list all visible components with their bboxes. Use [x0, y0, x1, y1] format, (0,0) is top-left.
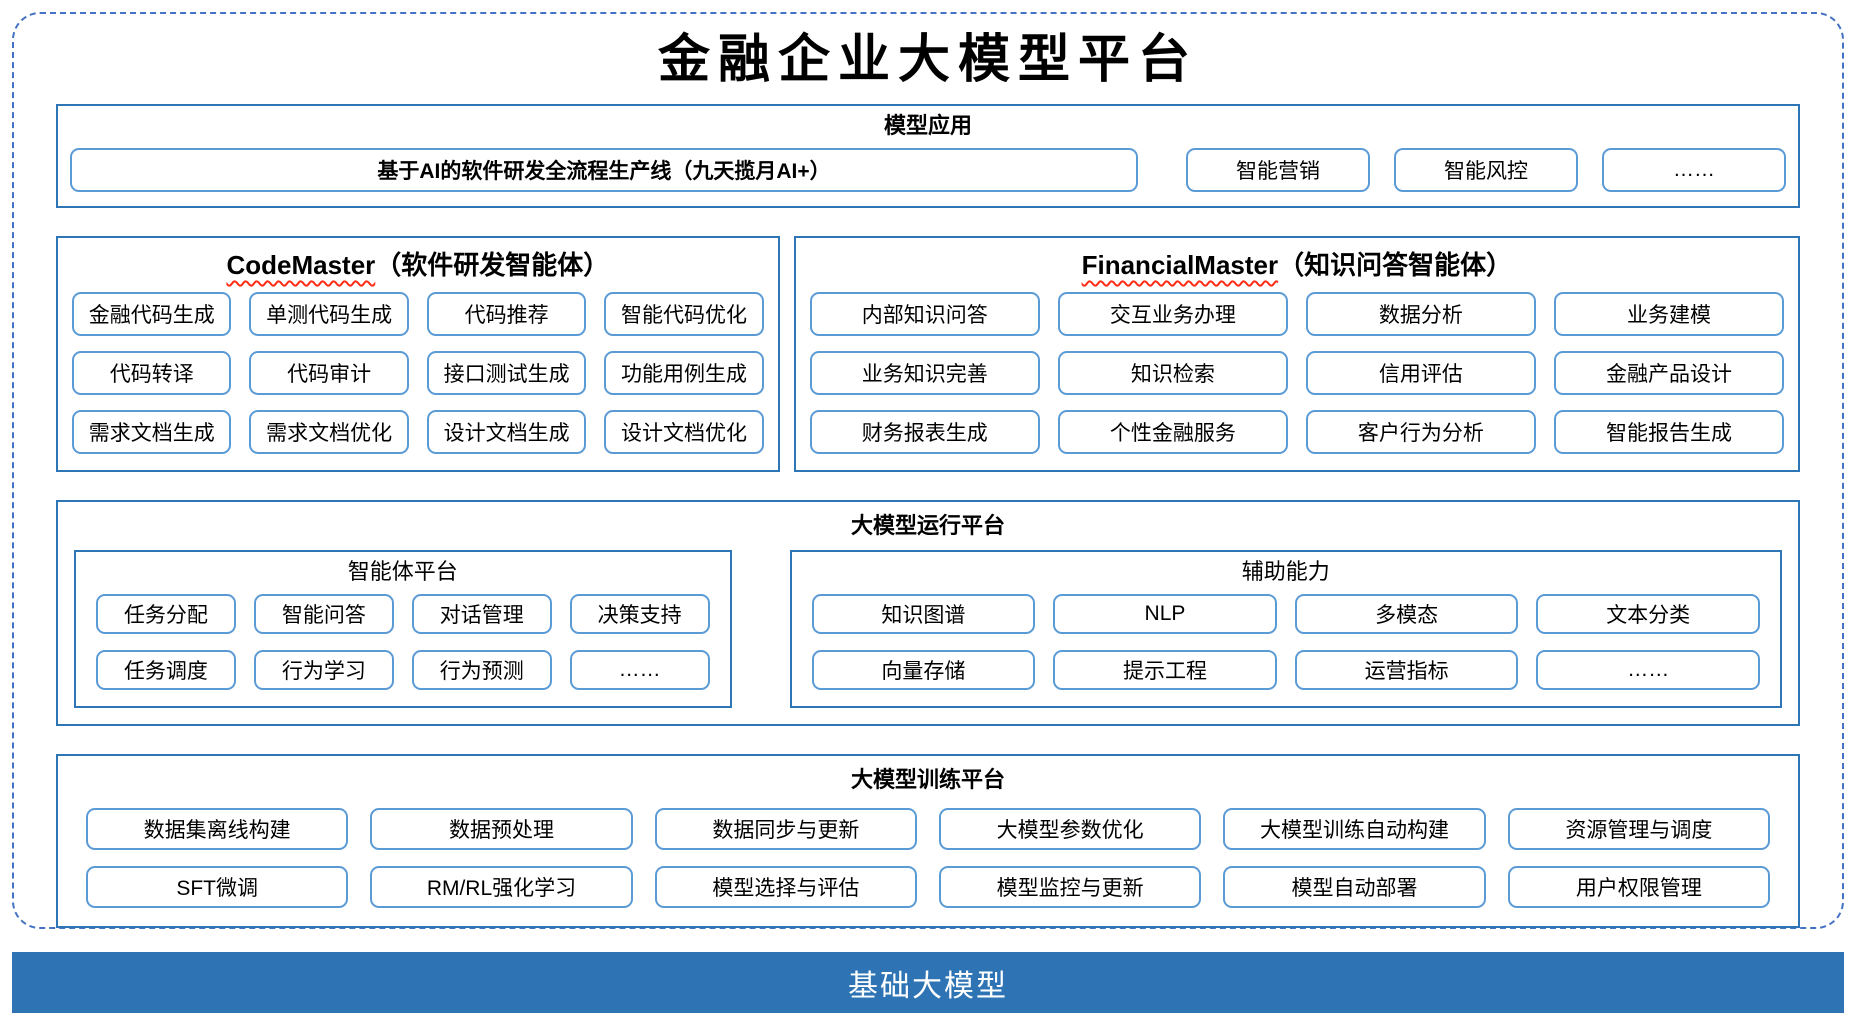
training-capability-box: 数据集离线构建	[86, 808, 349, 850]
aux-capability-box: 提示工程	[1053, 650, 1277, 690]
agents-row: CodeMaster（软件研发智能体） 金融代码生成单测代码生成代码推荐智能代码…	[56, 236, 1800, 472]
codemaster-suffix: （软件研发智能体）	[375, 250, 610, 280]
runtime-platform-header: 大模型运行平台	[850, 513, 1005, 538]
financialmaster-capability-box: 金融产品设计	[1553, 351, 1784, 395]
codemaster-capability-box: 需求文档生成	[72, 410, 232, 454]
agent-platform-box: 任务调度	[96, 650, 236, 690]
training-capability-box: 用户权限管理	[1507, 866, 1770, 908]
agent-platform-box: 行为学习	[253, 650, 394, 690]
training-capability-box: 资源管理与调度	[1507, 808, 1770, 850]
codemaster-capability-box: 功能用例生成	[604, 351, 764, 395]
aux-capability-header: 辅助能力	[1241, 559, 1330, 584]
codemaster-capability-box: 金融代码生成	[72, 292, 232, 336]
financialmaster-capability-box: 内部知识问答	[809, 292, 1040, 336]
financialmaster-capability-box: 数据分析	[1305, 292, 1536, 336]
agent-platform-grid: 任务分配智能问答对话管理决策支持任务调度行为学习行为预测 ……	[96, 594, 710, 690]
financialmaster-capability-box: 业务知识完善	[809, 351, 1040, 395]
financialmaster-capability-box: 业务建模	[1553, 292, 1784, 336]
foundation-model-label: 基础大模型	[848, 969, 1008, 1003]
application-box: 智能风控	[1394, 148, 1578, 192]
agent-platform-header: 智能体平台	[347, 559, 458, 584]
financialmaster-capability-box: 智能报告生成	[1553, 410, 1784, 454]
section-runtime-platform: 大模型运行平台 智能体平台 任务分配智能问答对话管理决策支持任务调度行为学习行为…	[56, 500, 1800, 726]
training-capability-box: 模型选择与评估	[654, 866, 917, 908]
codemaster-capability-box: 需求文档优化	[249, 410, 409, 454]
section-model-applications-header: 模型应用	[883, 113, 972, 138]
training-capability-box: 模型监控与更新	[939, 866, 1202, 908]
training-platform-header: 大模型训练平台	[850, 767, 1005, 792]
section-training-platform: 大模型训练平台 数据集离线构建数据预处理数据同步与更新大模型参数优化大模型训练自…	[56, 754, 1800, 928]
sections-container: 模型应用 基于AI的软件研发全流程生产线（九天揽月AI+） 智能营销智能风控 ………	[14, 104, 1842, 928]
section-model-applications: 模型应用 基于AI的软件研发全流程生产线（九天揽月AI+） 智能营销智能风控 ……	[56, 104, 1800, 208]
subpanel-aux-capability: 辅助能力 知识图谱 NLP 多模态文本分类向量存储提示工程运营指标 ……	[789, 550, 1782, 708]
financialmaster-grid: 内部知识问答交互业务办理数据分析业务建模业务知识完善知识检索信用评估金融产品设计…	[809, 292, 1784, 454]
codemaster-capability-box: 设计文档优化	[604, 410, 764, 454]
codemaster-name: CodeMaster	[226, 250, 376, 280]
aux-capability-grid: 知识图谱 NLP 多模态文本分类向量存储提示工程运营指标 ……	[811, 594, 1760, 690]
financialmaster-capability-box: 财务报表生成	[809, 410, 1040, 454]
financialmaster-capability-box: 客户行为分析	[1305, 410, 1536, 454]
agent-platform-box: ……	[569, 650, 710, 690]
panel-financialmaster: FinancialMaster（知识问答智能体） 内部知识问答交互业务办理数据分…	[793, 236, 1800, 472]
aux-capability-box: 多模态	[1294, 594, 1519, 634]
agent-platform-box: 智能问答	[253, 594, 394, 634]
model-applications-row: 基于AI的软件研发全流程生产线（九天揽月AI+） 智能营销智能风控 ……	[70, 148, 1786, 192]
codemaster-capability-box: 接口测试生成	[426, 351, 587, 395]
financialmaster-suffix: （知识问答智能体）	[1278, 250, 1513, 280]
agent-platform-box: 对话管理	[411, 594, 552, 634]
training-capability-box: 大模型训练自动构建	[1223, 808, 1486, 850]
aux-capability-box: 运营指标	[1294, 650, 1519, 690]
codemaster-capability-box: 代码转译	[72, 351, 232, 395]
aux-capability-box: NLP	[1053, 594, 1277, 634]
runtime-row: 智能体平台 任务分配智能问答对话管理决策支持任务调度行为学习行为预测 …… 辅助能…	[74, 550, 1782, 708]
codemaster-grid: 金融代码生成单测代码生成代码推荐智能代码优化代码转译代码审计接口测试生成功能用例…	[72, 292, 764, 454]
application-box: ……	[1602, 148, 1786, 192]
aux-capability-box: 文本分类	[1536, 594, 1760, 634]
pipeline-box: 基于AI的软件研发全流程生产线（九天揽月AI+）	[70, 148, 1138, 192]
codemaster-capability-box: 代码审计	[249, 351, 409, 395]
training-capability-box: 模型自动部署	[1223, 866, 1486, 908]
subpanel-agent-platform: 智能体平台 任务分配智能问答对话管理决策支持任务调度行为学习行为预测 ……	[74, 550, 732, 708]
foundation-model-bar: 基础大模型	[12, 952, 1844, 1013]
training-capability-box: 数据预处理	[370, 808, 633, 850]
training-capability-box: SFT微调	[86, 866, 349, 908]
agent-platform-box: 行为预测	[411, 650, 552, 690]
training-grid: 数据集离线构建数据预处理数据同步与更新大模型参数优化大模型训练自动构建资源管理与…	[86, 808, 1770, 908]
financialmaster-capability-box: 交互业务办理	[1057, 292, 1288, 336]
training-capability-box: RM/RL强化学习	[370, 866, 633, 908]
agent-platform-box: 决策支持	[569, 594, 710, 634]
codemaster-capability-box: 设计文档生成	[426, 410, 587, 454]
page-title: 金融企业大模型平台	[657, 32, 1198, 89]
financialmaster-title: FinancialMaster（知识问答智能体）	[810, 248, 1784, 282]
codemaster-capability-box: 代码推荐	[426, 292, 587, 336]
financialmaster-name: FinancialMaster	[1081, 250, 1279, 280]
application-box: 智能营销	[1186, 148, 1370, 192]
aux-capability-box: ……	[1536, 650, 1760, 690]
financialmaster-capability-box: 信用评估	[1305, 351, 1536, 395]
codemaster-capability-box: 智能代码优化	[604, 292, 764, 336]
financialmaster-capability-box: 知识检索	[1057, 351, 1288, 395]
platform-dashed-frame: 金融企业大模型平台 模型应用 基于AI的软件研发全流程生产线（九天揽月AI+） …	[12, 12, 1844, 929]
agent-platform-box: 任务分配	[96, 594, 236, 634]
training-capability-box: 大模型参数优化	[939, 808, 1202, 850]
aux-capability-box: 向量存储	[811, 650, 1036, 690]
codemaster-capability-box: 单测代码生成	[249, 292, 409, 336]
codemaster-title: CodeMaster（软件研发智能体）	[72, 248, 764, 282]
training-capability-box: 数据同步与更新	[654, 808, 917, 850]
aux-capability-box: 知识图谱	[811, 594, 1036, 634]
financialmaster-capability-box: 个性金融服务	[1057, 410, 1288, 454]
panel-codemaster: CodeMaster（软件研发智能体） 金融代码生成单测代码生成代码推荐智能代码…	[56, 236, 780, 472]
